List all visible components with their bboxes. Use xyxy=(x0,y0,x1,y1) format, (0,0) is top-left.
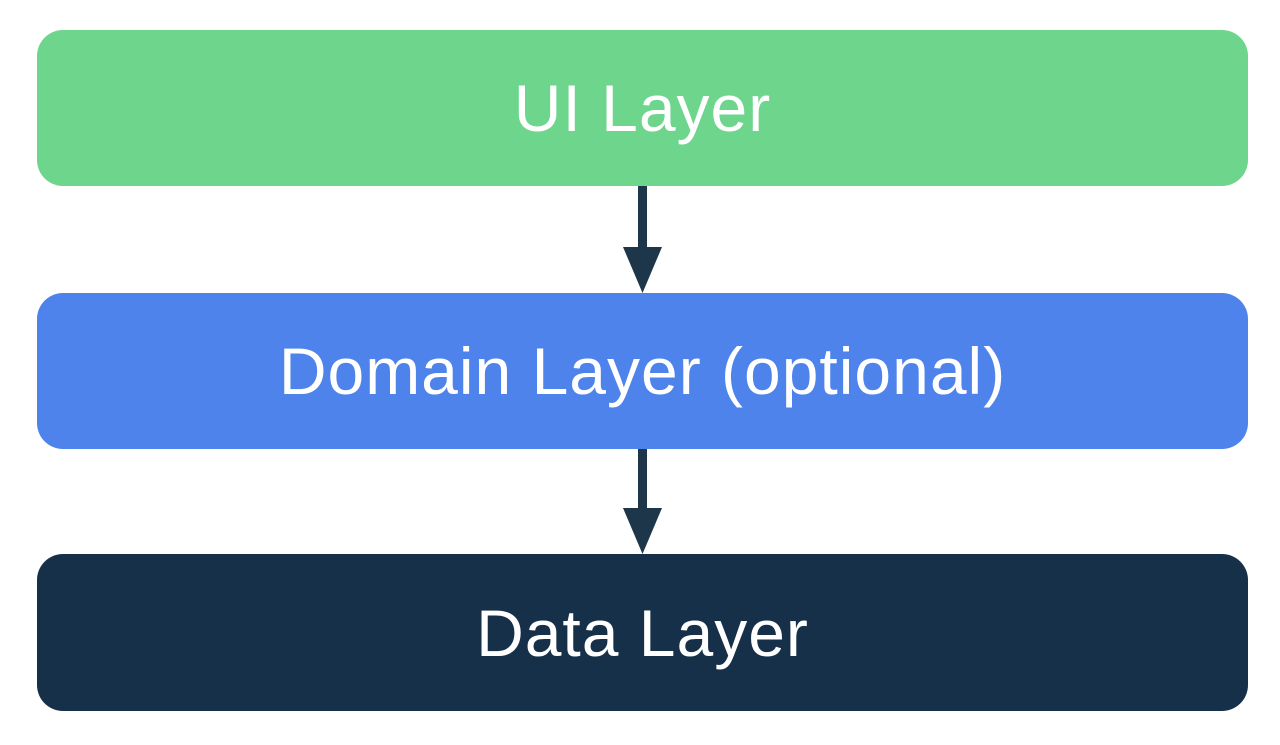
arrow-stem xyxy=(638,449,647,509)
ui-layer-label: UI Layer xyxy=(513,71,772,145)
domain-layer-box: Domain Layer (optional) xyxy=(37,293,1248,449)
domain-layer-label: Domain Layer (optional) xyxy=(278,334,1007,408)
arrow-down-icon xyxy=(623,247,662,293)
arrow-stem xyxy=(638,186,647,248)
data-layer-label: Data Layer xyxy=(476,595,809,670)
arrow-down-icon xyxy=(623,508,662,554)
ui-layer-box: UI Layer xyxy=(37,30,1248,186)
data-layer-box: Data Layer xyxy=(37,554,1248,711)
